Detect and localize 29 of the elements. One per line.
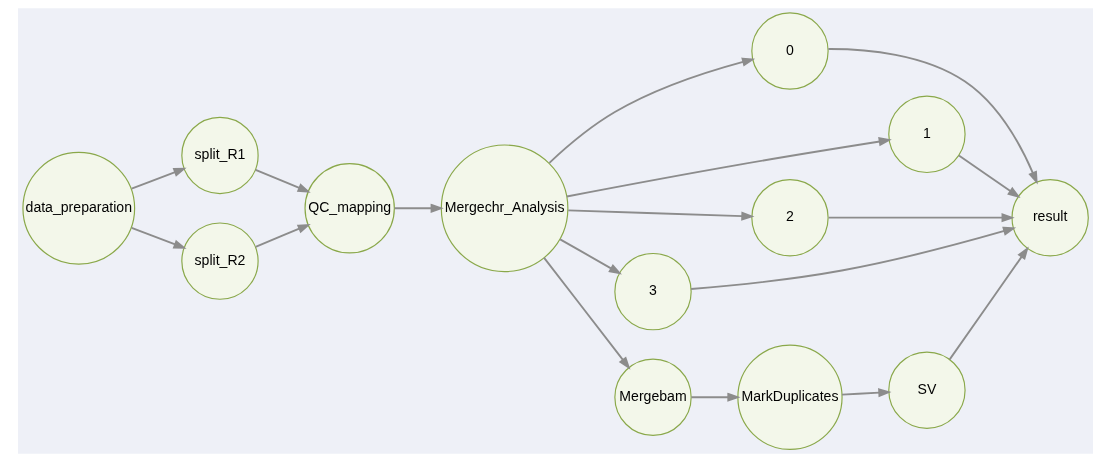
node-circle: SV: [887, 351, 966, 429]
node-circle: MarkDuplicates: [736, 344, 843, 450]
arrow: [254, 168, 311, 193]
arrow: [948, 246, 1029, 361]
arrow: [826, 48, 1038, 185]
arrow: [689, 392, 740, 402]
arrow: [393, 203, 444, 213]
arrow: [130, 167, 187, 190]
node-circle: QC_mapping: [303, 163, 395, 254]
arrow: [558, 238, 622, 275]
arrow: [689, 226, 1016, 290]
arrow: [254, 223, 311, 248]
node-circle: data_preparation: [21, 151, 135, 265]
node-circle: 1: [887, 95, 966, 174]
arrow: [547, 57, 755, 164]
node-circle: Mergechr_Analysis: [440, 144, 568, 273]
arrow: [840, 388, 891, 398]
node-circle: 2: [750, 178, 829, 257]
node-circle: 3: [613, 252, 692, 331]
node-circle: 0: [750, 12, 829, 90]
arrow: [566, 209, 754, 221]
node-circle: split_R1: [180, 116, 259, 195]
arrow: [827, 213, 1015, 223]
arrow: [565, 137, 892, 198]
arrow: [957, 154, 1021, 199]
node-circle: split_R2: [180, 222, 259, 300]
node-circle: result: [1010, 178, 1089, 257]
arrow: [542, 257, 630, 370]
arrow: [130, 227, 187, 249]
